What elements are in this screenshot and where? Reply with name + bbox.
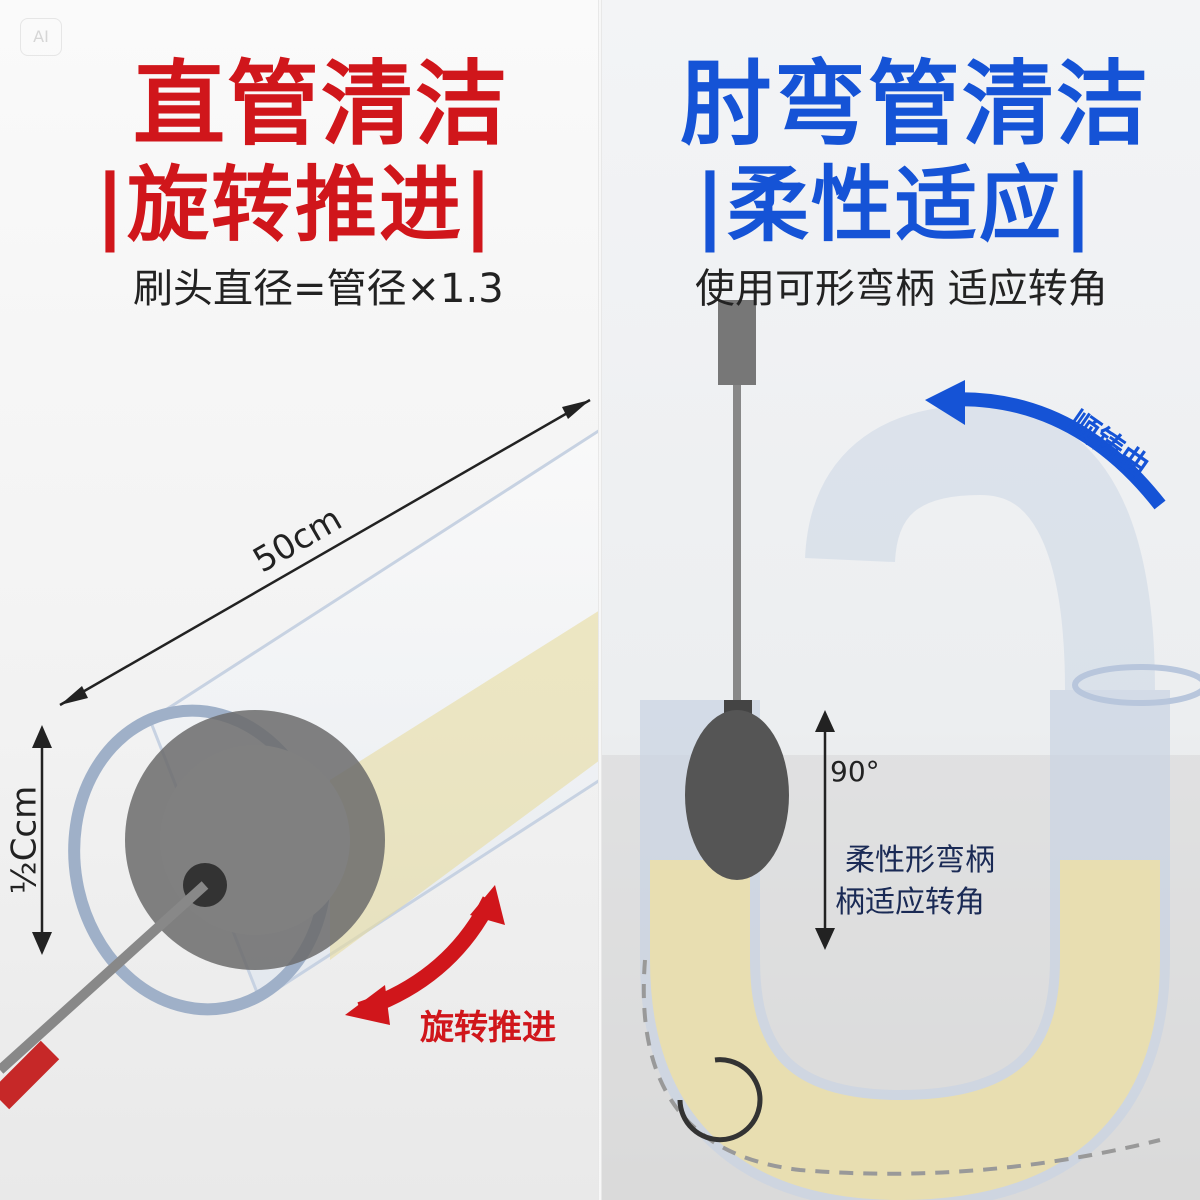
note-line-2: 柄适应转角 xyxy=(835,885,985,920)
caption-left: 刷头直径=管径×1.3 xyxy=(133,266,504,312)
brush-head xyxy=(685,710,789,880)
page-title-right: 肘弯管清洁 xyxy=(680,51,1151,158)
ai-badge: AI xyxy=(20,18,62,56)
rod xyxy=(718,300,756,385)
brush-head xyxy=(125,710,385,970)
elbow-pipe-illustration xyxy=(600,300,1200,1200)
elbow-pipe-panel: 肘弯管清洁 |柔性适应| 使用可形弯柄 适应转角 顺铸曲 90° 柔性形弯柄 柄… xyxy=(600,0,1200,1200)
angle-label: 90° xyxy=(830,755,880,788)
caption-right: 使用可形弯柄 适应转角 xyxy=(695,266,1108,312)
page-title-left: 直管清洁 xyxy=(133,51,510,158)
note-line-1: 柔性形弯柄 xyxy=(845,843,995,878)
rotate-icon xyxy=(677,1057,763,1143)
straight-pipe-illustration xyxy=(0,398,600,1110)
rotate-push-label: 旋转推进 xyxy=(420,1008,556,1048)
handle-grip xyxy=(0,1040,60,1110)
twisted-wire-handle xyxy=(0,881,209,1074)
subtitle-left: |旋转推进| xyxy=(95,158,495,253)
upper-bend xyxy=(805,404,1155,691)
panel-divider xyxy=(598,0,602,1200)
dirty-water xyxy=(650,860,1160,1200)
straight-pipe-panel: AI 直管清洁 |旋转推进| 刷头直径=管径×1.3 50cm ½Ccm 旋转推… xyxy=(0,0,600,1200)
dirt-residue xyxy=(330,610,600,960)
subtitle-right: |柔性适应| xyxy=(695,158,1095,253)
diameter-label: ½Ccm xyxy=(4,785,45,895)
